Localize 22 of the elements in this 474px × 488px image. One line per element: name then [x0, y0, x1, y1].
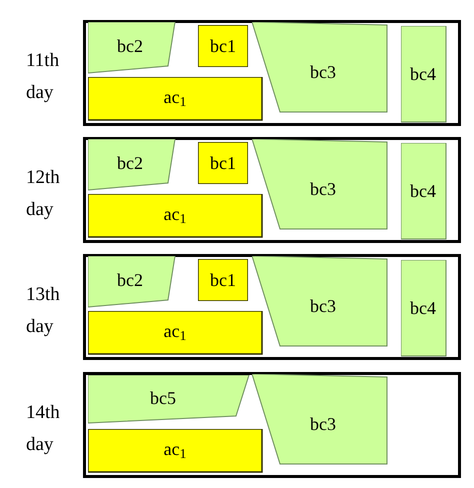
region-label: bc1 — [210, 37, 236, 55]
region-label: ac$_{1}$ — [164, 322, 186, 340]
day-label: 13th day — [26, 283, 61, 339]
region-label: ac$_{1}$ — [164, 88, 186, 106]
region-label: bc4 — [410, 182, 436, 200]
region-label: bc4 — [410, 299, 436, 317]
region-label: bc2 — [117, 154, 143, 172]
region-label: bc2 — [117, 37, 143, 55]
region-label: ac$_{1}$ — [164, 205, 186, 223]
region-label: bc5 — [150, 389, 176, 407]
region-label: ac$_{1}$ — [164, 440, 186, 458]
region-label: bc1 — [210, 154, 236, 172]
region-label: bc3 — [310, 180, 336, 198]
region-label: bc1 — [210, 271, 236, 289]
day-label: 11th day — [26, 49, 60, 105]
region-label: bc2 — [117, 271, 143, 289]
region-label: bc3 — [310, 415, 336, 433]
day-label: 14th day — [26, 401, 61, 457]
region-label: bc3 — [310, 63, 336, 81]
region-label: bc3 — [310, 297, 336, 315]
day-label: 12th day — [26, 166, 61, 222]
region-label: bc4 — [410, 65, 436, 83]
